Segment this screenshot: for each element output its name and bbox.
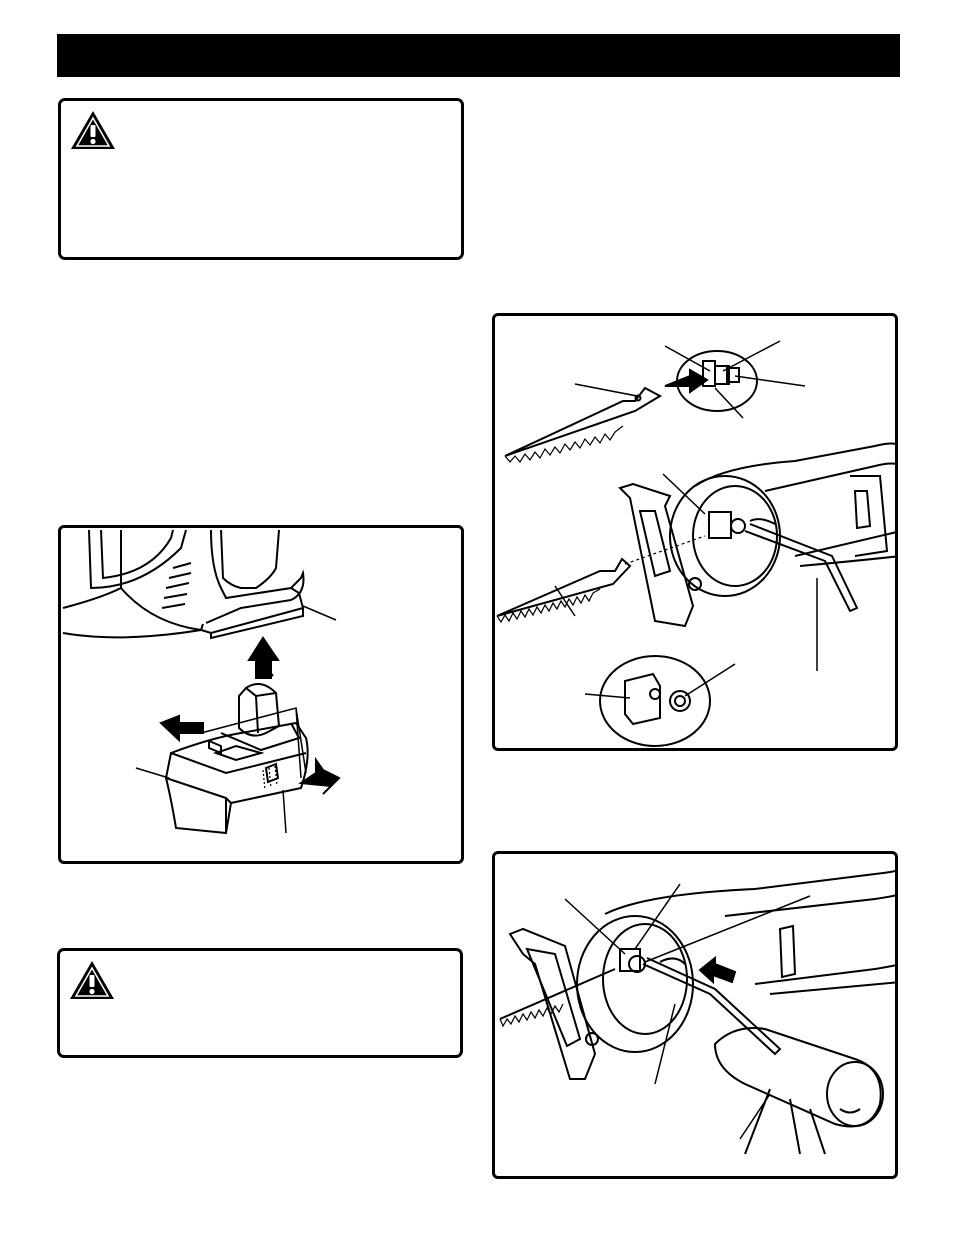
hex-key-tightening-illustration: [499, 869, 895, 1155]
warning-triangle-icon: [70, 961, 114, 999]
figure-blade-tighten: [492, 851, 898, 1179]
figure-blade-install: [492, 313, 898, 751]
warning-box-top: [58, 98, 464, 260]
saw-blade-clamp-illustration: [496, 340, 895, 747]
section-header-bar: [57, 34, 900, 77]
figure-battery-removal: [58, 525, 464, 864]
warning-triangle-icon: [71, 111, 115, 149]
warning-box-bottom: [57, 948, 463, 1058]
battery-pack-removal-illustration: [62, 529, 341, 835]
